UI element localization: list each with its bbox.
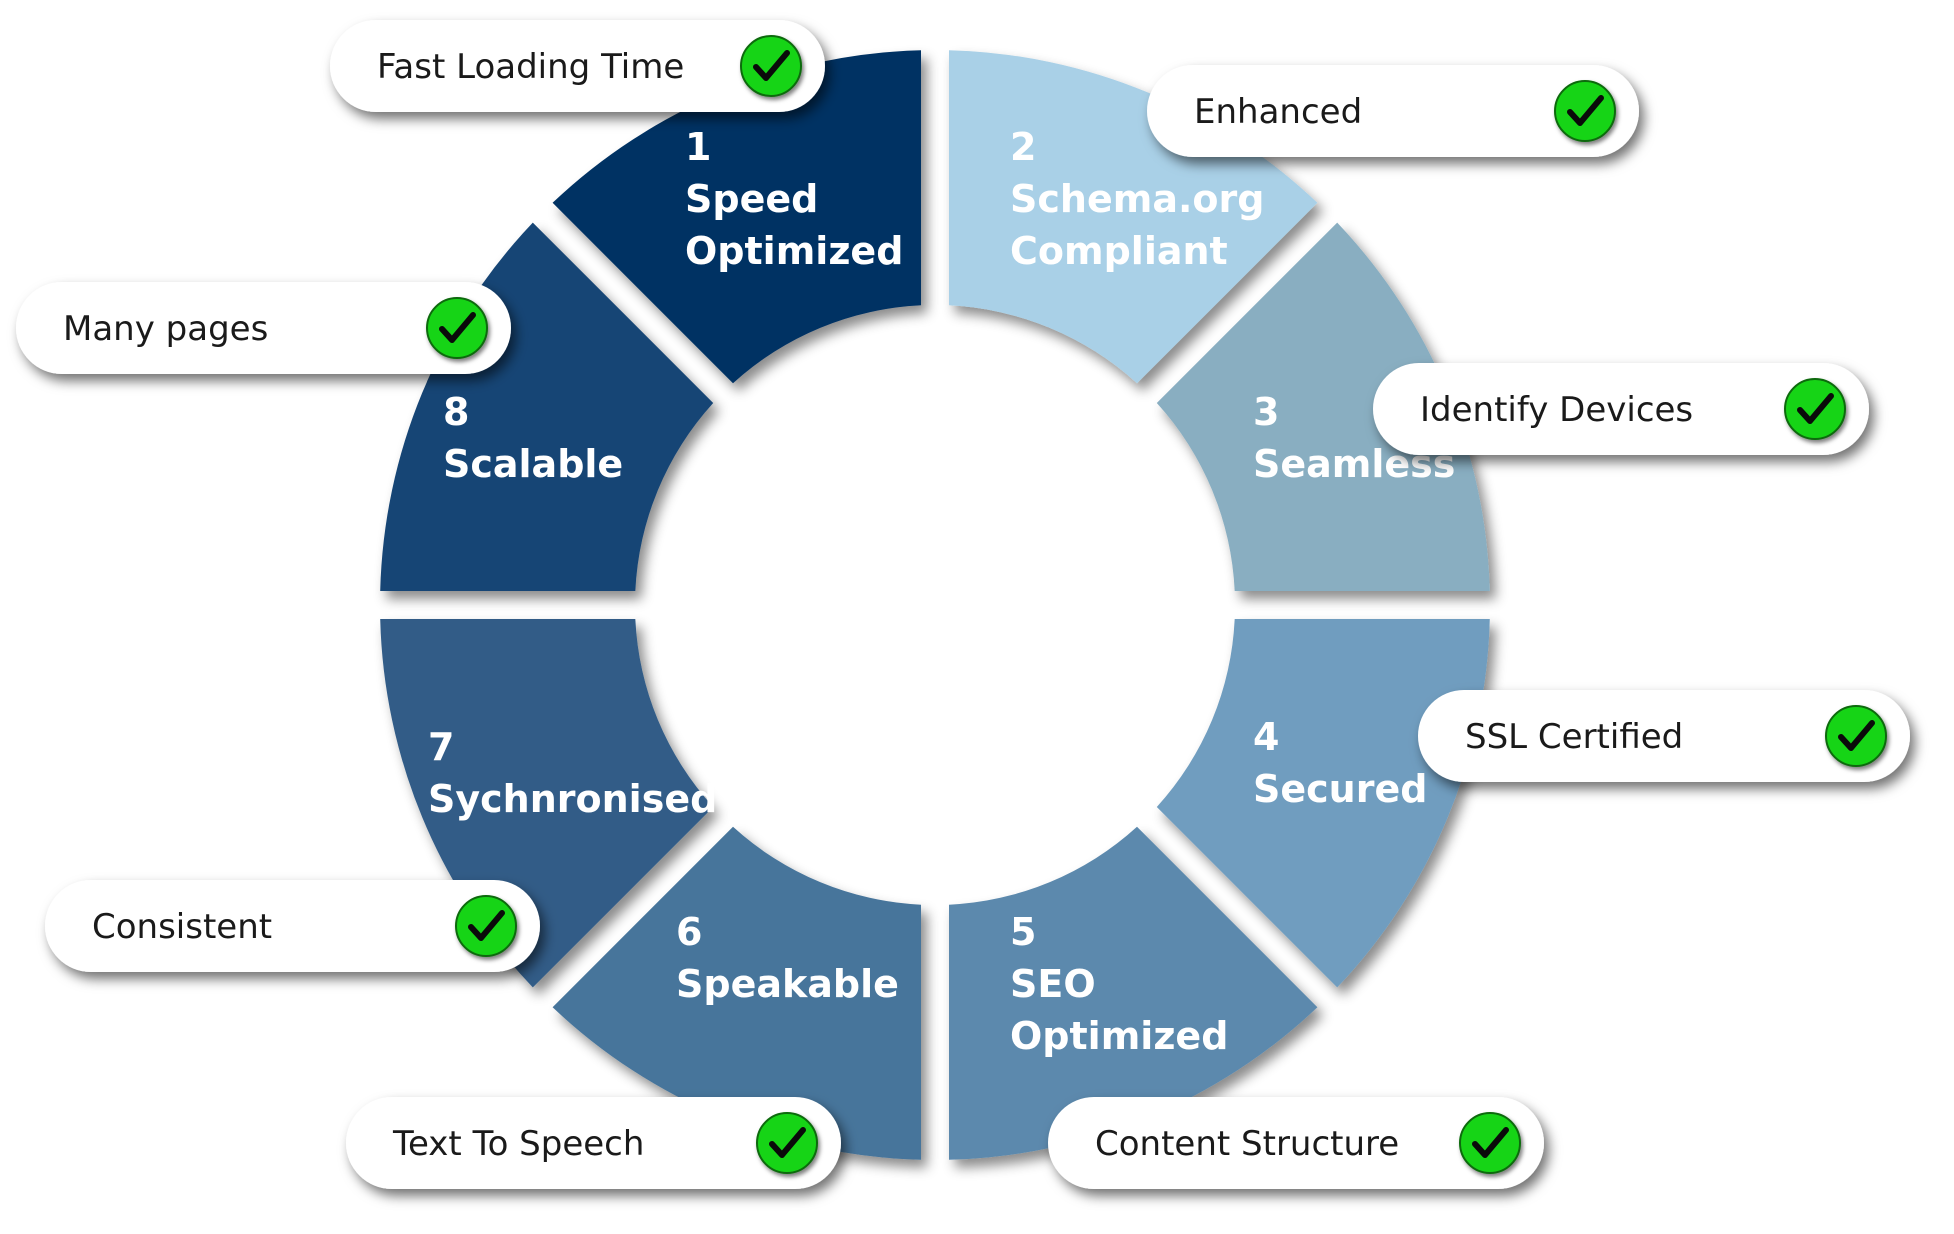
check-icon xyxy=(740,35,802,97)
callout-pill: Consistent xyxy=(45,880,540,972)
segment-label-line: Compliant xyxy=(1010,229,1228,273)
segment-label-line: Schema.org xyxy=(1010,177,1264,221)
segment-number: 3 xyxy=(1253,390,1279,434)
callout-background xyxy=(16,282,511,374)
check-icon xyxy=(1554,80,1616,142)
check-icon xyxy=(455,895,517,957)
segment-number: 6 xyxy=(676,910,702,954)
callout-text: Identify Devices xyxy=(1420,390,1693,430)
segment-number: 1 xyxy=(685,125,711,169)
segment-number: 4 xyxy=(1253,715,1279,759)
ring-segment-4 xyxy=(1156,619,1490,988)
ring-segment-5 xyxy=(949,826,1318,1160)
callout-pill: Text To Speech xyxy=(346,1097,841,1189)
segment-label-line: Speed xyxy=(685,177,818,221)
callout-text: Content Structure xyxy=(1095,1124,1399,1164)
callout-background xyxy=(1418,690,1910,782)
callout-text: Fast Loading Time xyxy=(377,47,684,87)
segment-label-line: Optimized xyxy=(685,229,903,273)
callout-text: Consistent xyxy=(92,907,272,947)
callout-background xyxy=(330,20,825,112)
callout-pill: SSL Certified xyxy=(1418,690,1910,782)
callout-text: SSL Certified xyxy=(1465,717,1683,757)
callout-background xyxy=(1048,1097,1544,1189)
segment-label-line: Scalable xyxy=(443,442,623,486)
ring-segment-6 xyxy=(552,826,921,1160)
segment-number: 8 xyxy=(443,390,469,434)
segment-label-line: Optimized xyxy=(1010,1014,1228,1058)
segment-label-line: SEO xyxy=(1010,962,1096,1006)
check-icon xyxy=(756,1112,818,1174)
callout-background xyxy=(1147,65,1639,157)
callout-text: Many pages xyxy=(63,309,268,349)
callout-pill: Many pages xyxy=(16,282,511,374)
callout-pill: Content Structure xyxy=(1048,1097,1544,1189)
check-icon xyxy=(426,297,488,359)
callout-pill: Identify Devices xyxy=(1373,363,1869,455)
segment-number: 2 xyxy=(1010,125,1036,169)
callout-pill: Enhanced xyxy=(1147,65,1639,157)
ring xyxy=(380,50,1490,1160)
callout-text: Text To Speech xyxy=(392,1124,644,1164)
ring-segment-1 xyxy=(552,50,921,384)
segment-number: 7 xyxy=(428,725,454,769)
callout-background xyxy=(346,1097,841,1189)
callout-pill: Fast Loading Time xyxy=(330,20,825,112)
check-icon xyxy=(1825,705,1887,767)
callout-background xyxy=(1373,363,1869,455)
check-icon xyxy=(1459,1112,1521,1174)
callout-text: Enhanced xyxy=(1194,92,1362,132)
segment-label-line: Secured xyxy=(1253,767,1427,811)
check-icon xyxy=(1784,378,1846,440)
segment-label-line: Speakable xyxy=(676,962,899,1006)
segment-number: 5 xyxy=(1010,910,1036,954)
segment-label-line: Sychnronised xyxy=(428,777,717,821)
callout-background xyxy=(45,880,540,972)
ring-segment-3 xyxy=(1156,222,1490,591)
